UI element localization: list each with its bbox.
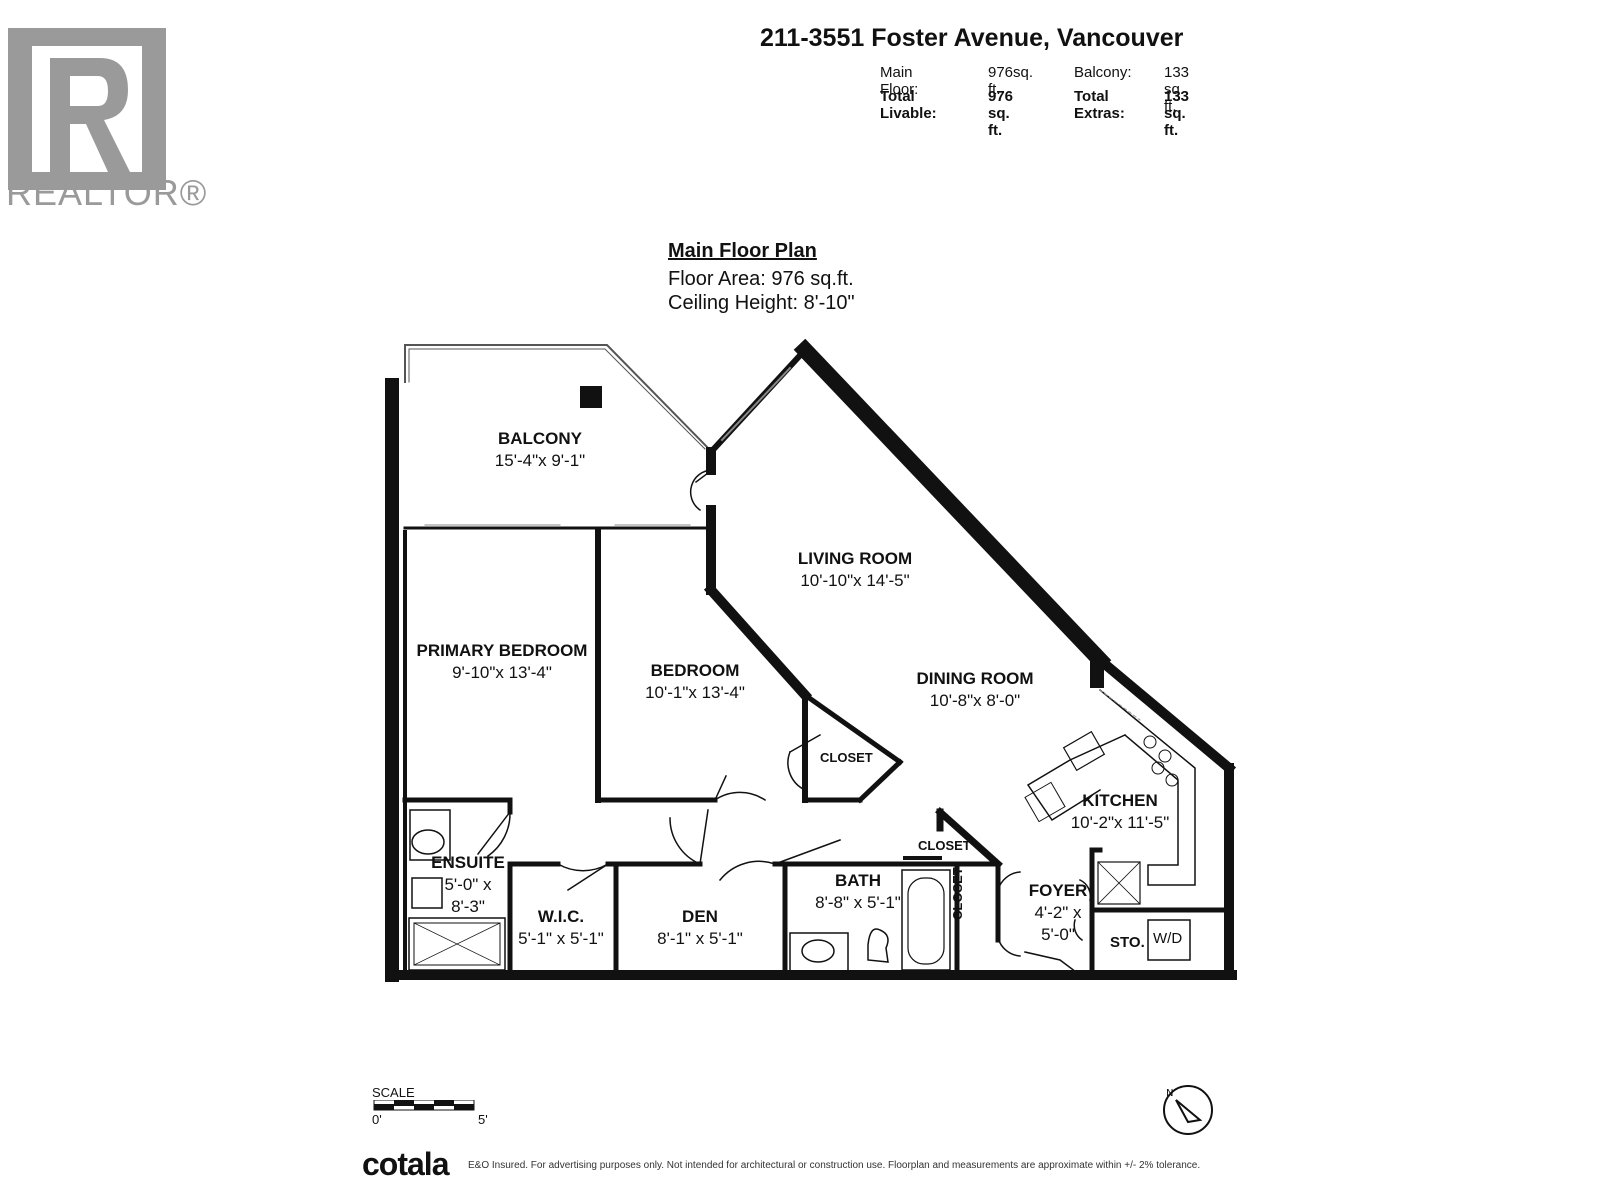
scale-bar-icon <box>373 1100 475 1111</box>
room-wic: W.I.C.5'-1" x 5'-1" <box>518 907 604 948</box>
balcony-area-label: Balcony: <box>1074 64 1132 81</box>
ceiling-height-text: Ceiling Height: 8'-10" <box>668 292 855 314</box>
closet-foyer-label: CLOSET <box>950 867 965 920</box>
total-extras-label: Total Extras: <box>1074 88 1125 122</box>
balcony-area-value: 133 sq. ft. <box>1164 64 1190 115</box>
total-livable-value: 976 sq. ft. <box>988 88 1014 139</box>
storage-label: STO. <box>1110 934 1145 951</box>
total-livable-label: Total Livable: <box>880 88 937 122</box>
scale-start: 0' <box>372 1112 382 1127</box>
washer-dryer-label: W/D <box>1153 930 1183 947</box>
plan-title: Main Floor Plan <box>668 240 817 262</box>
realtor-logo-icon <box>8 28 166 190</box>
svg-text:N: N <box>1166 1088 1173 1099</box>
north-compass-icon: N <box>1163 1085 1213 1135</box>
brand-logo: cotala <box>362 1146 449 1182</box>
property-address: 211-3551 Foster Avenue, Vancouver <box>760 24 1184 52</box>
main-floor-label: Main Floor: <box>880 64 919 98</box>
realtor-logo-text: REALTOR® <box>6 172 208 213</box>
disclaimer-text: E&O Insured. For advertising purposes on… <box>468 1160 1201 1171</box>
floor-area-text: Floor Area: 976 sq.ft. <box>668 268 854 290</box>
closet-bath-label: CLOSET <box>918 838 971 853</box>
scale-label: SCALE <box>372 1085 415 1100</box>
total-extras-value: 133 sq. ft. <box>1164 88 1190 139</box>
scale-end: 5' <box>478 1112 488 1127</box>
main-floor-value: 976sq. ft. <box>988 64 1034 98</box>
closet-bedroom-label: CLOSET <box>820 750 873 765</box>
